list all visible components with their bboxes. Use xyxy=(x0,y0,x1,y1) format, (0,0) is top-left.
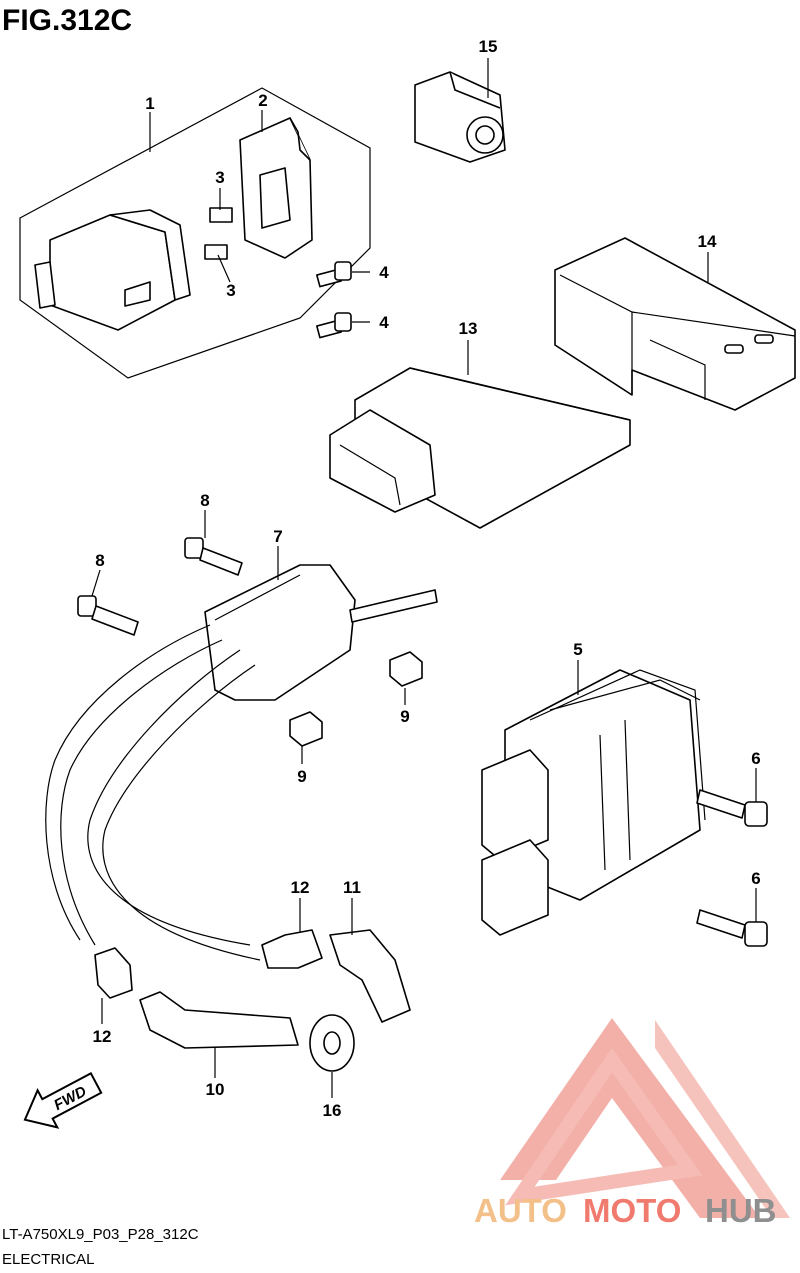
regulator-5 xyxy=(481,669,768,947)
callout-1: 1 xyxy=(145,94,154,113)
watermark-auto: AUTO xyxy=(474,1192,567,1229)
callout-12-right: 12 xyxy=(291,878,310,897)
callout-6-lower: 6 xyxy=(751,869,760,888)
screw-4-upper xyxy=(316,261,352,288)
boot-12-right xyxy=(261,929,323,969)
grommet-16 xyxy=(309,1014,355,1072)
ignition-coil-7 xyxy=(45,537,438,961)
callout-3-upper: 3 xyxy=(215,168,224,187)
figure-title: FIG.312C xyxy=(2,4,132,37)
watermark-logo xyxy=(500,1018,790,1218)
callout-5: 5 xyxy=(573,640,582,659)
callout-16: 16 xyxy=(323,1101,342,1120)
callout-3-lower: 3 xyxy=(226,281,235,300)
plug-cap-10 xyxy=(139,991,299,1049)
callout-14: 14 xyxy=(698,232,717,251)
plug-cap-11 xyxy=(329,929,411,1023)
callout-12-left: 12 xyxy=(93,1027,112,1046)
watermark-text: AUTO MOTO HUB xyxy=(474,1192,777,1229)
callout-15: 15 xyxy=(479,37,498,56)
bolt-8-lower xyxy=(77,595,139,636)
callout-numbers: 1 2 3 3 4 4 15 14 13 8 8 7 9 9 5 6 6 12 … xyxy=(93,37,761,1120)
bolt-6-lower xyxy=(696,909,768,947)
watermark-moto: MOTO xyxy=(583,1192,681,1229)
callout-10: 10 xyxy=(206,1080,225,1099)
screw-4-lower xyxy=(316,312,352,339)
callout-13: 13 xyxy=(459,319,478,338)
boot-12-left xyxy=(94,947,133,999)
callout-7: 7 xyxy=(273,527,282,546)
ecm-unit-13 xyxy=(329,367,631,529)
fwd-direction-arrow: FWD xyxy=(23,1071,103,1129)
cover-14 xyxy=(554,237,796,411)
callout-2: 2 xyxy=(258,91,267,110)
connector-15 xyxy=(414,71,506,163)
watermark-hub: HUB xyxy=(705,1192,777,1229)
callout-11: 11 xyxy=(343,878,361,897)
callout-4-upper: 4 xyxy=(379,263,389,282)
callout-8-upper: 8 xyxy=(200,491,209,510)
section-label: ELECTRICAL xyxy=(2,1251,95,1268)
callout-9-right: 9 xyxy=(400,707,409,726)
model-code: LT-A750XL9_P03_P28_312C xyxy=(2,1226,199,1243)
leader-lines xyxy=(91,58,757,1098)
callout-6-upper: 6 xyxy=(751,749,760,768)
callout-9-left: 9 xyxy=(297,767,306,786)
bolt-8-upper xyxy=(184,537,243,576)
callout-4-lower: 4 xyxy=(379,313,389,332)
callout-8-lower: 8 xyxy=(95,551,104,570)
relay-assembly-group xyxy=(19,87,371,379)
